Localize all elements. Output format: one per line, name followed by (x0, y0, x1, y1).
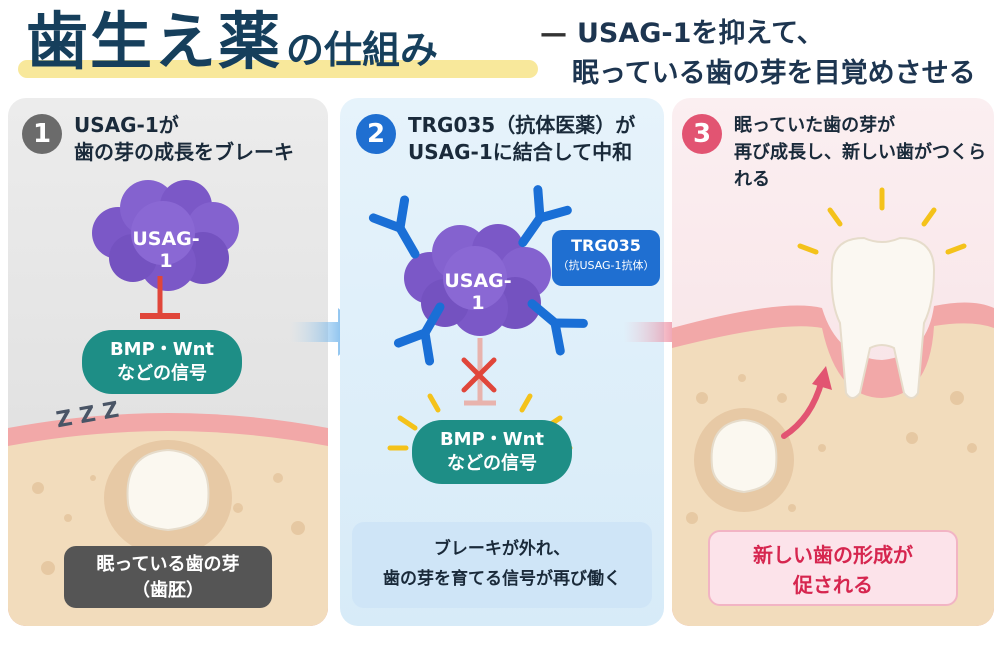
step3-caption: 新しい歯の形成が 促される (708, 530, 958, 606)
step3-title-line2: 再び成長し、新しい歯がつくられる (734, 142, 986, 190)
step3-badge: 3 (682, 114, 722, 154)
step3-panel: 3 眠っていた歯の芽が 再び成長し、新しい歯がつくられる 新しい歯の形 (672, 98, 994, 626)
step2-title: TRG035（抗体医薬）が USAG-1に結合して中和 (408, 112, 635, 166)
step1-caption-line2: （歯胚） (132, 580, 204, 601)
page-subtitle: — USAG-1を抑えて、 眠っている歯の芽を目覚めさせる (540, 14, 976, 94)
new-tooth-icon (830, 236, 936, 399)
step1-panel: 1 USAG-1が 歯の芽の成長をブレーキ Z Z Z (8, 98, 328, 626)
usag1-protein-icon (404, 224, 551, 336)
title-suffix-text: の仕組み (286, 28, 439, 72)
step3-title-line1: 眠っていた歯の芽が (734, 115, 896, 136)
step1-signal-pill: BMP・Wnt などの信号 (82, 330, 242, 394)
antibody-icons (368, 185, 588, 366)
step3-caption-line2: 促される (793, 573, 873, 597)
step1-signal-line2: などの信号 (117, 363, 207, 384)
step2-illustration (368, 185, 588, 451)
step1-caption-line1: 眠っている歯の芽 (96, 554, 240, 575)
step1-usag-label: USAG-1 (132, 228, 200, 272)
cross-icon (461, 357, 497, 393)
step1-badge: 1 (22, 114, 62, 154)
trg035-bubble-line1: TRG035 (571, 236, 641, 255)
step1-title: USAG-1が 歯の芽の成長をブレーキ (74, 112, 294, 166)
step1-title-line1: USAG-1が (74, 113, 179, 137)
subtitle-dash: — (540, 18, 567, 49)
step1-title-line2: 歯の芽の成長をブレーキ (74, 140, 294, 164)
step1-signal-line1: BMP・Wnt (109, 339, 215, 360)
step2-title-line1: TRG035（抗体医薬）が (408, 113, 636, 137)
step2-signal-line2: などの信号 (447, 453, 537, 474)
title-highlight (18, 60, 538, 78)
page-title: 歯生え薬 の仕組み (26, 2, 438, 82)
step2-title-line2: USAG-1に結合して中和 (408, 140, 633, 164)
bone-pores (686, 374, 977, 524)
step3-title: 眠っていた歯の芽が 再び成長し、新しい歯がつくられる (734, 112, 994, 193)
trg035-bubble: TRG035 （抗USAG-1抗体） (552, 230, 660, 286)
step2-usag-label: USAG-1 (444, 270, 512, 314)
trg035-bubble-line2: （抗USAG-1抗体） (557, 259, 655, 272)
step2-signal-pill: BMP・Wnt などの信号 (412, 420, 572, 484)
title-main-text: 歯生え薬 (26, 5, 283, 78)
step2-panel: 2 TRG035（抗体医薬）が USAG-1に結合して中和 (340, 98, 664, 626)
step2-caption-line2: 歯の芽を育てる信号が再び働く (383, 569, 621, 589)
step3-caption-line1: 新しい歯の形成が (753, 543, 913, 567)
step2-signal-line1: BMP・Wnt (439, 429, 545, 450)
tooth-germ-icon (126, 448, 210, 532)
tooth-germ-icon (710, 418, 778, 494)
step2-caption-line1: ブレーキが外れ、 (433, 539, 571, 559)
usag1-protein-icon (92, 180, 239, 291)
step2-caption: ブレーキが外れ、 歯の芽を育てる信号が再び働く (352, 522, 652, 608)
subtitle-line2: 眠っている歯の芽を目覚めさせる (572, 58, 976, 89)
growth-arrow-icon (781, 377, 825, 439)
shine-rays-icon (797, 187, 967, 255)
step1-caption: 眠っている歯の芽 （歯胚） (64, 546, 272, 608)
step2-badge: 2 (356, 114, 396, 154)
subtitle-line1: USAG-1を抑えて、 (577, 18, 824, 49)
